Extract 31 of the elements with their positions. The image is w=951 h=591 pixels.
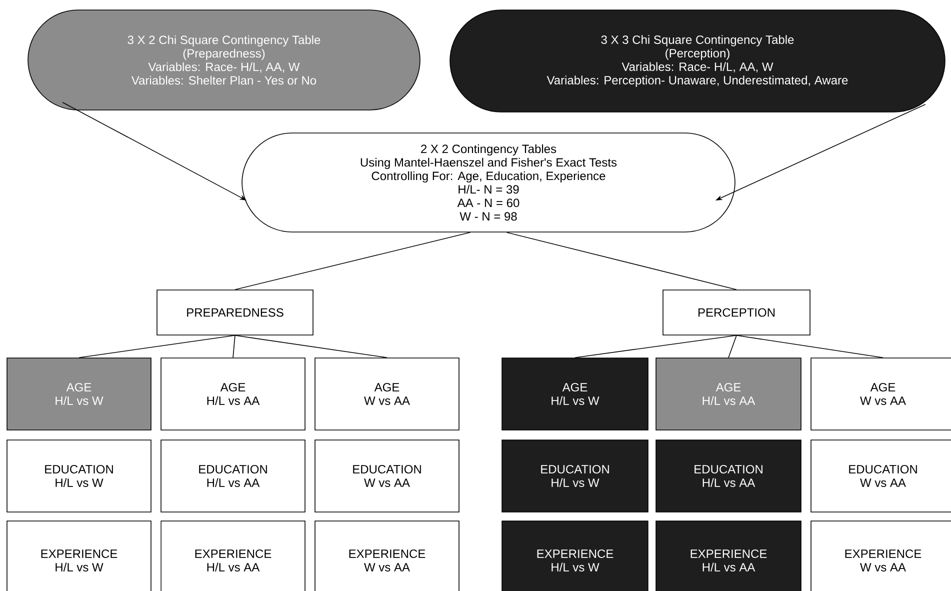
comparison-box: EXPERIENCE H/L vs AA xyxy=(656,520,802,591)
comparison-box: EXPERIENCE W vs AA xyxy=(314,520,460,591)
rounded-box: 3 X 3 Chi Square Contingency Table (Perception) Variables: Race- H/L, AA, W Variables: Perception- Unaware, Underestimated, Aware xyxy=(450,10,946,112)
connector-line xyxy=(234,232,471,290)
comparison-box: AGE H/L vs AA xyxy=(160,358,306,430)
rounded-box: 2 X 2 Contingency Tables Using Mantel-Haenszel and Fisher's Exact Tests Controlling For: Age, Education, Experience H/L- N = 39 AA - N = 60 W - N = 98 xyxy=(242,132,736,232)
connector-line xyxy=(232,335,236,358)
label-box: PREPAREDNESS xyxy=(156,290,314,336)
comparison-box: AGE H/L vs W xyxy=(6,358,152,430)
comparison-box: EDUCATION W vs AA xyxy=(314,440,460,512)
comparison-box: EDUCATION H/L vs W xyxy=(6,440,152,512)
connector-line xyxy=(234,335,388,358)
connector-line xyxy=(574,335,737,358)
comparison-box: EXPERIENCE H/L vs AA xyxy=(160,520,306,591)
label-box: PERCEPTION xyxy=(662,290,810,336)
comparison-box: AGE H/L vs W xyxy=(502,358,648,430)
connector-line xyxy=(736,335,884,358)
connector-line xyxy=(506,232,737,290)
comparison-box: EDUCATION H/L vs W xyxy=(502,440,648,512)
connector-line xyxy=(728,335,737,358)
comparison-box: AGE W vs AA xyxy=(314,358,460,430)
comparison-box: AGE W vs AA xyxy=(810,358,951,430)
comparison-box: EDUCATION H/L vs AA xyxy=(160,440,306,512)
comparison-box: EDUCATION W vs AA xyxy=(810,440,951,512)
comparison-box: AGE H/L vs AA xyxy=(656,358,802,430)
rounded-box: 3 X 2 Chi Square Contingency Table (Preparedness) Variables: Race- H/L, AA, W Variables: Shelter Plan - Yes or No xyxy=(28,10,420,110)
comparison-box: EXPERIENCE W vs AA xyxy=(810,520,951,591)
connector-line xyxy=(78,335,236,358)
comparison-box: EXPERIENCE H/L vs W xyxy=(502,520,648,591)
comparison-box: EXPERIENCE H/L vs W xyxy=(6,520,152,591)
comparison-box: EDUCATION H/L vs AA xyxy=(656,440,802,512)
